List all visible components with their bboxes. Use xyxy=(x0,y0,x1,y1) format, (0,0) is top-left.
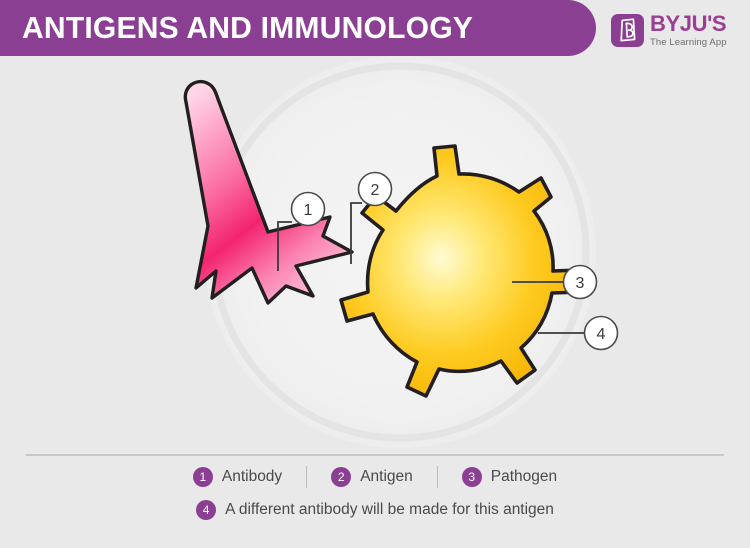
logo-wordmark: BYJU'S xyxy=(650,10,727,36)
callout-3-number: 3 xyxy=(576,275,585,292)
callout-2-number: 2 xyxy=(371,182,380,199)
callout-1[interactable]: 1 xyxy=(277,191,326,272)
legend-row-1: 1 Antibody 2 Antigen 3 Pathogen xyxy=(0,466,750,488)
logo-tagline: The Learning App xyxy=(650,36,727,48)
legend-separator xyxy=(306,466,308,488)
illustration-stage: 1 2 3 4 xyxy=(0,56,750,452)
logo-text-block: BYJU'S The Learning App xyxy=(650,10,727,48)
legend-label-pathogen: Pathogen xyxy=(490,468,558,485)
legend-separator xyxy=(436,466,438,488)
legend-divider xyxy=(26,454,724,456)
legend: 1 Antibody 2 Antigen 3 Pathogen 4 A diff… xyxy=(0,466,750,520)
legend-item-antigen[interactable]: 2 Antigen xyxy=(331,467,413,487)
legend-bullet-1: 1 xyxy=(192,467,213,487)
legend-label-different-antibody: A different antibody will be made for th… xyxy=(225,501,554,518)
page-title: ANTIGENS AND IMMUNOLOGY xyxy=(22,10,474,45)
legend-row-2: 4 A different antibody will be made for … xyxy=(0,500,750,520)
legend-bullet-3: 3 xyxy=(461,467,482,487)
byjus-b-logo-icon xyxy=(611,13,644,47)
pathogen-shape xyxy=(339,144,583,398)
callout-1-number: 1 xyxy=(304,202,313,219)
callout-4[interactable]: 4 xyxy=(538,315,619,351)
legend-bullet-4: 4 xyxy=(196,500,217,520)
legend-label-antibody: Antibody xyxy=(221,468,283,485)
callout-2[interactable]: 2 xyxy=(350,171,393,265)
legend-label-antigen: Antigen xyxy=(360,468,413,485)
brand-logo: BYJU'S The Learning App xyxy=(611,10,743,50)
antibody-shape xyxy=(183,80,354,305)
callout-3[interactable]: 3 xyxy=(512,264,598,300)
legend-item-antibody[interactable]: 1 Antibody xyxy=(192,467,283,487)
legend-item-different-antibody[interactable]: 4 A different antibody will be made for … xyxy=(196,500,554,520)
header-bar: ANTIGENS AND IMMUNOLOGY xyxy=(0,0,596,56)
legend-bullet-2: 2 xyxy=(331,467,352,487)
callout-4-number: 4 xyxy=(597,326,606,343)
legend-item-pathogen[interactable]: 3 Pathogen xyxy=(461,467,558,487)
